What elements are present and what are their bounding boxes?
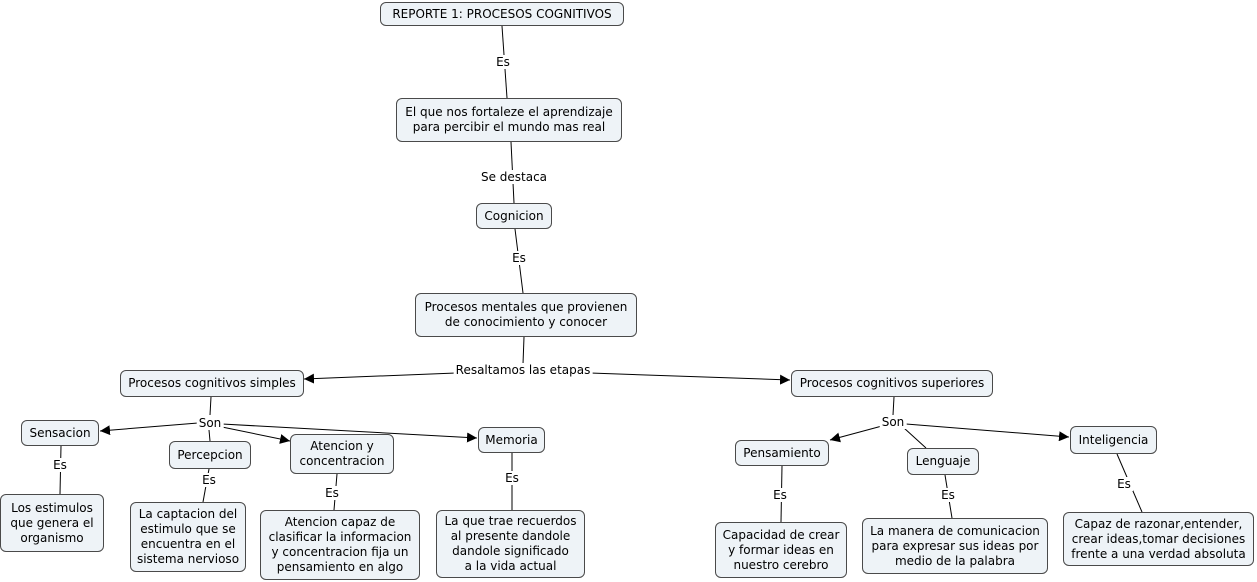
edge-label-es-2: Es: [510, 251, 528, 265]
node-sensacion-definition[interactable]: Los estimulos que genera el organismo: [0, 494, 104, 552]
node-sensacion[interactable]: Sensacion: [21, 420, 99, 446]
node-lenguaje[interactable]: Lenguaje: [907, 448, 979, 475]
node-pensamiento[interactable]: Pensamiento: [735, 440, 829, 466]
node-definition[interactable]: El que nos fortaleze el aprendizaje para…: [396, 98, 622, 142]
edge-son-sensacion: [99, 422, 199, 436]
node-procesos-mentales[interactable]: Procesos mentales que provienen de conoc…: [415, 293, 637, 337]
node-pensamiento-definition[interactable]: Capacidad de crear y formar ideas en nue…: [715, 522, 847, 578]
edge-label-es-atencion: Es: [323, 486, 341, 500]
edge-label-es-1: Es: [494, 55, 512, 69]
edge-label-es-sensacion: Es: [51, 458, 69, 472]
node-procesos-superiores[interactable]: Procesos cognitivos superiores: [791, 370, 993, 397]
node-lenguaje-definition[interactable]: La manera de comunicacion para expresar …: [862, 518, 1048, 574]
node-atencion[interactable]: Atencion y concentracion: [290, 434, 394, 474]
node-percepcion-definition[interactable]: La captacion del estimulo que se encuent…: [130, 502, 246, 572]
edge-son-inteligencia: [905, 423, 1070, 442]
edge-label-son-superiores: Son: [879, 415, 907, 429]
edge-son-lenguaje: [903, 427, 927, 449]
edge-label-es-inteligencia: Es: [1115, 477, 1133, 491]
edge-procesos-etapas: [522, 336, 525, 365]
edge-label-es-lenguaje: Es: [939, 488, 957, 502]
edge-son-pensamiento: [829, 425, 883, 443]
edge-superiores-son: [892, 396, 895, 416]
node-procesos-simples[interactable]: Procesos cognitivos simples: [120, 370, 304, 397]
edge-son-percepcion: [208, 429, 211, 442]
edge-label-se-destaca: Se destaca: [478, 170, 550, 184]
edge-label-es-memoria: Es: [503, 471, 521, 485]
node-atencion-definition[interactable]: Atencion capaz de clasificar la informac…: [260, 510, 420, 580]
edge-label-es-pensamiento: Es: [771, 488, 789, 502]
node-inteligencia[interactable]: Inteligencia: [1070, 426, 1157, 454]
node-title[interactable]: REPORTE 1: PROCESOS COGNITIVOS: [380, 2, 624, 26]
node-memoria[interactable]: Memoria: [478, 427, 545, 453]
edge-label-resaltamos: Resaltamos las etapas: [453, 363, 593, 377]
edge-simples-son: [209, 396, 212, 416]
edge-son-memoria: [221, 423, 478, 443]
node-memoria-definition[interactable]: La que trae recuerdos al presente dandol…: [436, 510, 585, 578]
edge-label-es-percepcion: Es: [200, 473, 218, 487]
edge-etapas-superiores: [589, 372, 791, 385]
node-cognicion[interactable]: Cognicion: [476, 203, 552, 229]
edge-etapas-simples: [303, 372, 457, 384]
node-inteligencia-definition[interactable]: Capaz de razonar,entender, crear ideas,t…: [1063, 512, 1254, 566]
edge-label-son-simples: Son: [196, 416, 224, 430]
edge-son-atencion: [221, 426, 291, 444]
node-percepcion[interactable]: Percepcion: [169, 441, 251, 469]
